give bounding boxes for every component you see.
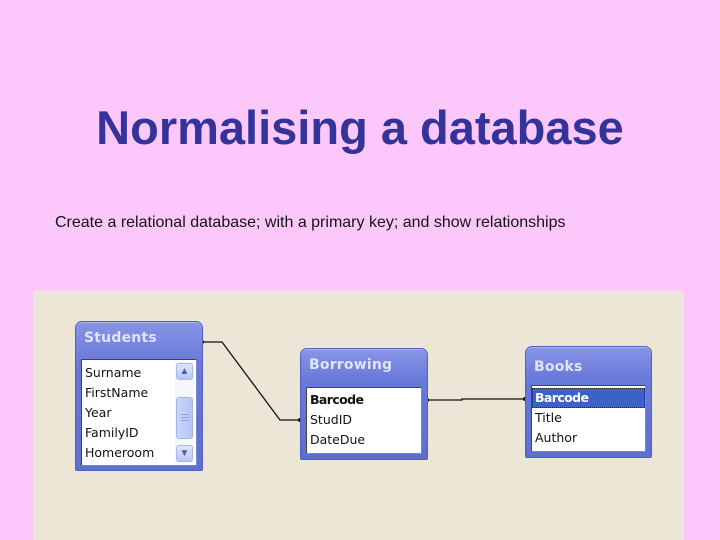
field-item[interactable]: Surname [85, 365, 142, 380]
scrollbar-thumb[interactable] [176, 397, 193, 439]
field-item[interactable]: FirstName [85, 385, 149, 400]
field-item-primary-key[interactable]: Barcode [310, 392, 364, 407]
table-title: Students [84, 330, 157, 346]
relationship-line-borrowing-books [427, 398, 525, 401]
table-title: Books [534, 359, 583, 375]
chevron-down-icon[interactable]: ▼ [176, 445, 193, 462]
field-item[interactable]: StudID [310, 412, 353, 427]
field-item-primary-key-selected[interactable]: Barcode [532, 388, 645, 408]
table-books[interactable]: Books Barcode Title Author [525, 346, 652, 458]
field-list[interactable]: Surname FirstName Year FamilyID Homeroom… [81, 359, 197, 466]
field-list[interactable]: Barcode Title Author [531, 385, 646, 452]
table-borrowing[interactable]: Borrowing Barcode StudID DateDue [300, 348, 428, 460]
slide-title: Normalising a database [96, 101, 624, 154]
table-students[interactable]: Students Surname FirstName Year FamilyID… [75, 321, 203, 471]
field-item[interactable]: FamilyID [85, 425, 139, 440]
field-item[interactable]: DateDue [310, 432, 366, 447]
field-item[interactable]: Author [535, 430, 578, 445]
field-item[interactable]: Title [535, 410, 562, 425]
field-item[interactable]: Homeroom [85, 445, 155, 460]
field-list[interactable]: Barcode StudID DateDue [306, 387, 422, 454]
scrollbar[interactable]: ▲ ▼ [175, 362, 194, 463]
field-item[interactable]: Year [85, 405, 112, 420]
relationship-line-students-borrowing [202, 341, 300, 421]
slide-subtitle: Create a relational database; with a pri… [55, 214, 566, 231]
table-title: Borrowing [309, 357, 393, 373]
chevron-up-icon[interactable]: ▲ [176, 363, 193, 380]
